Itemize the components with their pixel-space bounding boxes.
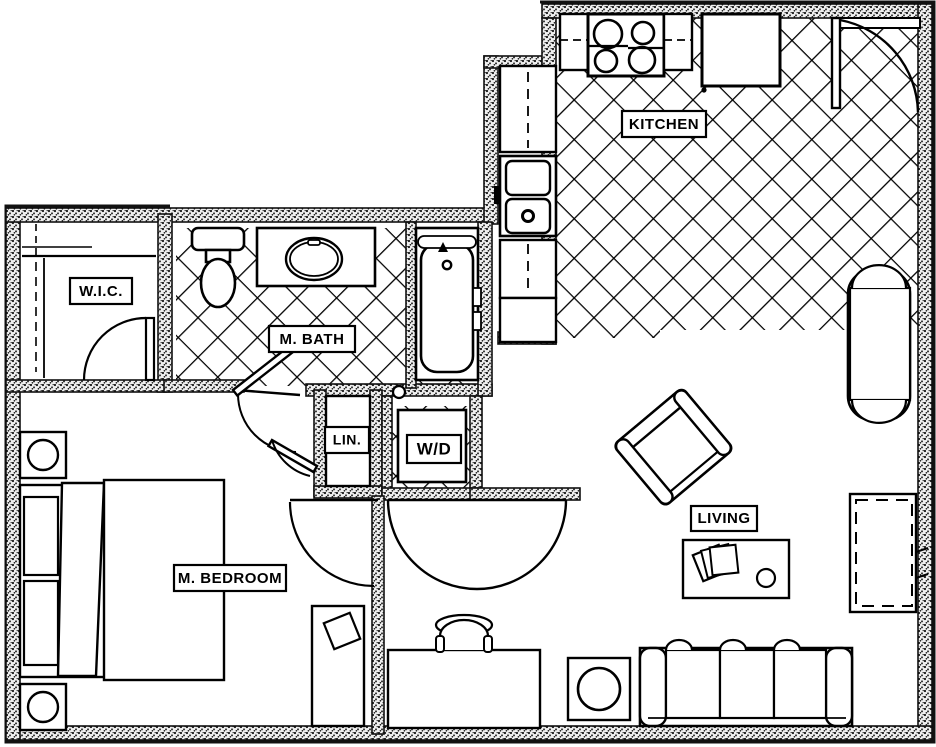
- coffee-table: [681, 538, 791, 600]
- kitchen-label-text: KITCHEN: [629, 116, 699, 133]
- entry-door-swing: [830, 16, 920, 113]
- linen-label-box: [323, 425, 371, 455]
- mbedroom-label-text: M. BEDROOM: [178, 570, 282, 587]
- master-bath-fixtures: [190, 226, 482, 400]
- chaise-lounge: [846, 264, 912, 424]
- bedroom-door-swing: [288, 498, 378, 588]
- nightstand-with-lamp: [18, 430, 68, 480]
- nightstand-with-lamp: [18, 682, 68, 732]
- master-bedroom-furniture: [18, 430, 366, 732]
- laundry-label-text: W/D: [417, 439, 452, 458]
- walk-in-closet: [22, 224, 156, 382]
- room-label-wic: W.I.C.: [68, 276, 134, 306]
- queen-bed: [18, 478, 226, 682]
- room-label-mbedroom: M. BEDROOM: [172, 563, 288, 593]
- wic-label-box: [68, 276, 134, 306]
- room-label-mbath: M. BATH: [267, 324, 357, 354]
- kitchen-fixtures: [494, 12, 921, 344]
- room-labels: W.I.C. M. BATH KITCHEN LIN. W/D LIVING M…: [68, 109, 759, 593]
- walk-in-closet-door-swing: [82, 316, 156, 382]
- bathtub-fixture: [414, 226, 482, 382]
- laundry-door-swing: [386, 498, 568, 591]
- room-label-kitchen: KITCHEN: [620, 109, 708, 139]
- wic-label-text: W.I.C.: [79, 283, 123, 300]
- linen-label-text: LIN.: [333, 432, 361, 448]
- double-sink-fixture: [494, 154, 558, 238]
- living-room-furniture: [614, 264, 929, 728]
- living-label-box: [689, 504, 759, 533]
- laundry-label-box: [405, 433, 463, 465]
- kitchen-label-box: [620, 109, 708, 139]
- mbath-label-text: M. BATH: [280, 331, 345, 348]
- refrigerator-fixture: [700, 12, 782, 93]
- room-label-living: LIVING: [689, 504, 759, 533]
- dresser: [310, 604, 366, 728]
- accent-armchair: [614, 388, 733, 506]
- three-seat-sofa: [638, 638, 854, 728]
- room-label-laundry: W/D: [405, 433, 463, 465]
- side-table-with-lamp: [566, 656, 632, 722]
- range-cooktop-fixture: [586, 12, 666, 78]
- room-label-linen: LIN.: [323, 425, 371, 455]
- console-cabinet: [848, 492, 929, 614]
- linen-door-swing: [266, 438, 319, 477]
- desk-with-chair: [386, 613, 542, 730]
- mbedroom-label-box: [172, 563, 288, 593]
- living-label-text: LIVING: [697, 510, 750, 527]
- toilet-fixture: [190, 226, 246, 309]
- mbath-label-box: [267, 324, 357, 354]
- vanity-sink-fixture: [255, 226, 377, 288]
